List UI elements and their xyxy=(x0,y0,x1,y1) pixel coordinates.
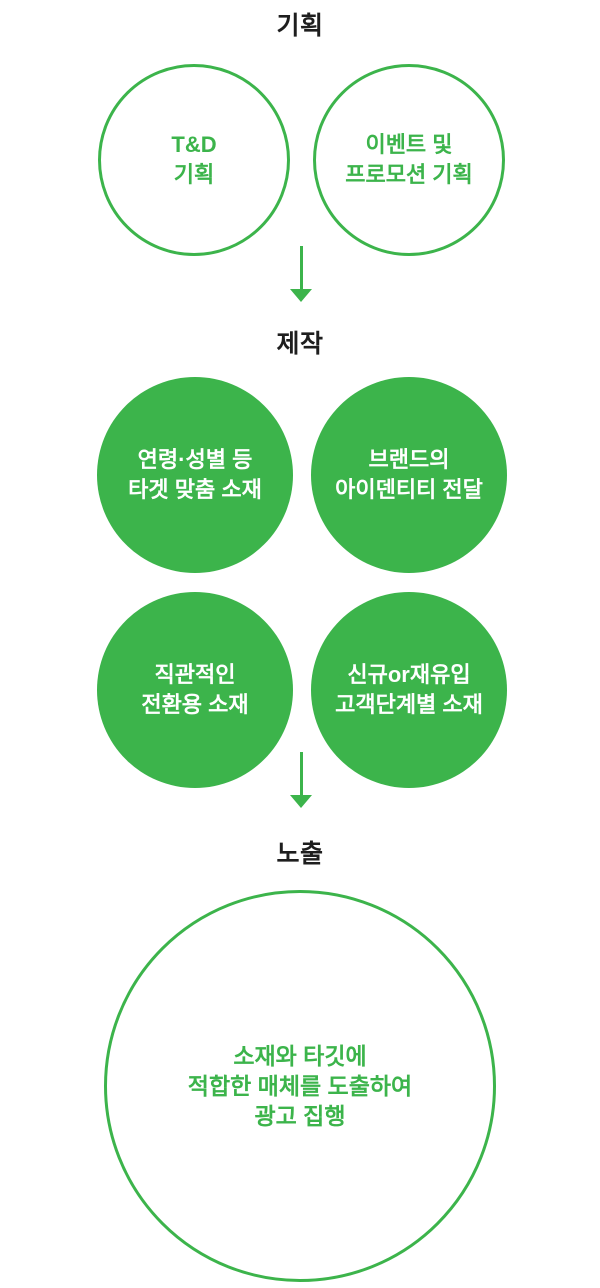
arrow-shaft xyxy=(299,246,303,289)
exposure-circle-media-execution: 소재와 타깃에 적합한 매체를 도출하여 광고 집행 xyxy=(104,890,496,1282)
down-arrow-icon xyxy=(289,246,313,302)
production-circle-intuitive-conversion: 직관적인 전환용 소재 xyxy=(97,592,293,788)
exposure-circle-media-execution-label: 소재와 타깃에 적합한 매체를 도출하여 광고 집행 xyxy=(187,1043,413,1129)
down-arrow-icon xyxy=(289,752,313,808)
production-circle-brand-identity: 브랜드의 아이덴티티 전달 xyxy=(311,377,507,573)
arrow-shaft xyxy=(299,752,303,795)
planning-circle-td-label: T&D 기획 xyxy=(171,132,217,187)
stage-title-exposure: 노출 xyxy=(276,840,324,868)
production-circle-customer-stage-label: 신규or재유입 고객단계별 소재 xyxy=(335,662,483,717)
production-circle-target-material-label: 연령·성별 등 타겟 맞춤 소재 xyxy=(128,447,262,502)
planning-circle-event-promotion: 이벤트 및 프로모션 기획 xyxy=(313,64,505,256)
arrow-head xyxy=(290,289,312,302)
production-circle-brand-identity-label: 브랜드의 아이덴티티 전달 xyxy=(335,447,483,502)
arrow-head xyxy=(290,795,312,808)
planning-circle-event-promotion-label: 이벤트 및 프로모션 기획 xyxy=(345,132,473,187)
stage-title-planning: 기획 xyxy=(276,12,324,40)
production-circle-customer-stage: 신규or재유입 고객단계별 소재 xyxy=(311,592,507,788)
production-circle-target-material: 연령·성별 등 타겟 맞춤 소재 xyxy=(97,377,293,573)
production-circle-intuitive-conversion-label: 직관적인 전환용 소재 xyxy=(141,662,249,717)
planning-circle-td: T&D 기획 xyxy=(98,64,290,256)
stage-title-production: 제작 xyxy=(276,330,324,358)
